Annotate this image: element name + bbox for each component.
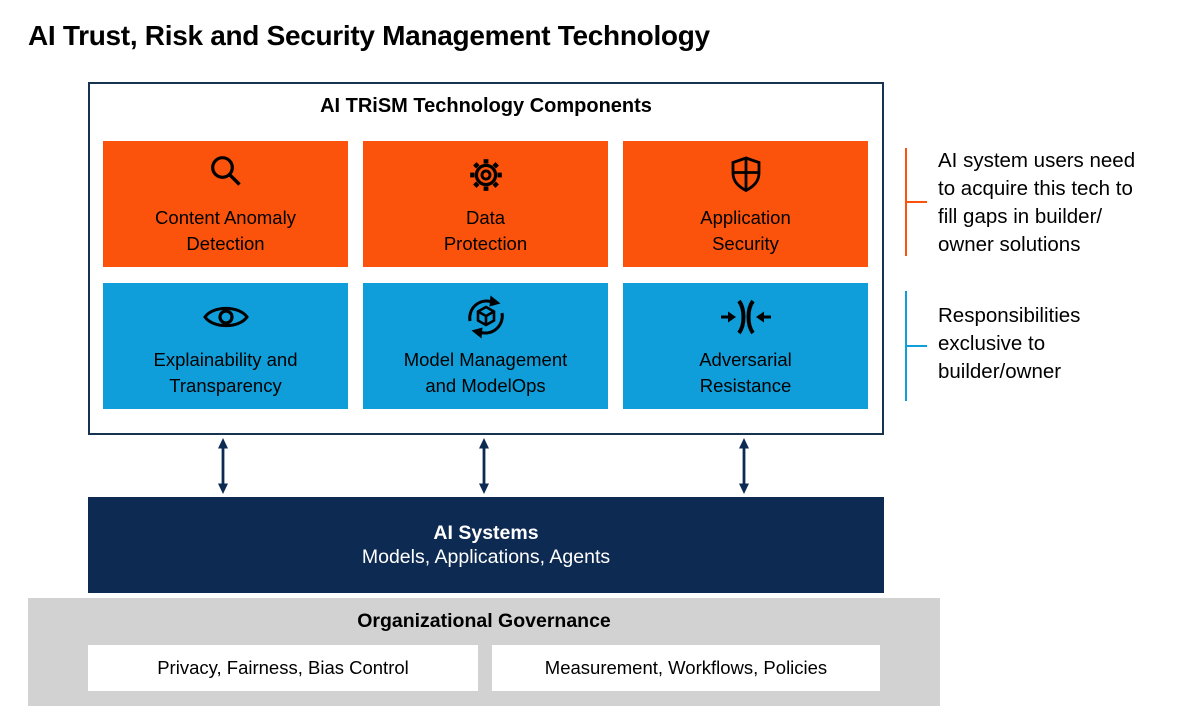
tile-content-anomaly-detection: Content Anomaly Detection [103, 141, 348, 267]
tile-label: Content Anomaly Detection [155, 207, 296, 254]
compression-arrows-icon [720, 293, 772, 341]
tile-label: Explainability and Transparency [153, 349, 298, 396]
tile-label: Data Protection [443, 207, 528, 254]
gear-icon [463, 151, 509, 199]
ai-systems-title: AI Systems [433, 521, 539, 544]
governance-box: Organizational Governance Privacy, Fairn… [28, 598, 940, 706]
governance-item-privacy-fairness-bias: Privacy, Fairness, Bias Control [88, 645, 478, 691]
builder-bracket-tick [905, 345, 927, 347]
tile-label: Adversarial Resistance [699, 349, 792, 396]
ai-systems-box: AI Systems Models, Applications, Agents [88, 497, 884, 593]
governance-title: Organizational Governance [357, 610, 611, 632]
bidirectional-arrow-icon [735, 438, 753, 494]
eye-icon [202, 293, 250, 341]
tile-explainability-transparency: Explainability and Transparency [103, 283, 348, 409]
trism-components-box: AI TRiSM Technology Components Content A… [88, 82, 884, 435]
users-note: AI system users need to acquire this tec… [938, 149, 1136, 256]
tile-label: Model Management and ModelOps [403, 349, 568, 396]
tile-adversarial-resistance: Adversarial Resistance [623, 283, 868, 409]
tile-model-management-modelops: Model Management and ModelOps [363, 283, 608, 409]
bidirectional-arrow-icon [214, 438, 232, 494]
trism-components-title: AI TRiSM Technology Components [320, 95, 652, 117]
shield-icon [726, 151, 766, 199]
tile-label: Application Security [700, 207, 791, 254]
users-bracket-tick [905, 201, 927, 203]
magnifier-icon [205, 151, 247, 199]
tile-data-protection: Data Protection [363, 141, 608, 267]
tile-application-security: Application Security [623, 141, 868, 267]
governance-item-measurement-workflows-policies: Measurement, Workflows, Policies [492, 645, 880, 691]
model-cycle-icon [462, 293, 510, 341]
builder-note: Responsibilities exclusive to builder/ow… [938, 304, 1081, 383]
page-title: AI Trust, Risk and Security Management T… [28, 20, 710, 51]
ai-systems-subtitle: Models, Applications, Agents [361, 545, 611, 568]
bidirectional-arrow-icon [475, 438, 493, 494]
